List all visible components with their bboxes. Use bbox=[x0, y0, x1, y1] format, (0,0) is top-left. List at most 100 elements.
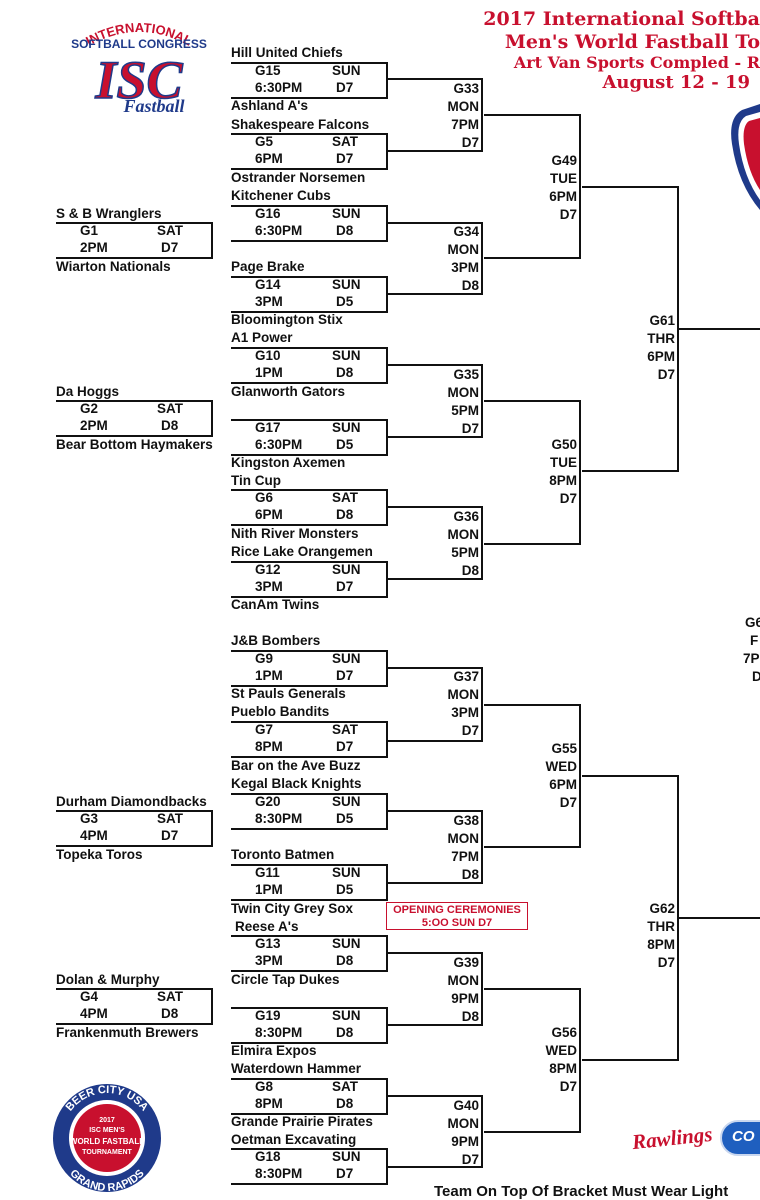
game-right-line bbox=[386, 62, 388, 99]
round-game-time: 9PM bbox=[451, 991, 479, 1006]
team-name: Circle Tap Dukes bbox=[231, 972, 340, 987]
round-game-time: 3PM bbox=[451, 705, 479, 720]
round-game-time: 6PM bbox=[549, 189, 577, 204]
round-game-field: D7 bbox=[559, 1079, 577, 1094]
round-game-id: G6 bbox=[745, 615, 760, 630]
game-id: G18 bbox=[255, 1149, 281, 1164]
round-game-day: F bbox=[750, 633, 759, 648]
team-name: St Pauls Generals bbox=[231, 686, 346, 701]
game-day: SAT bbox=[157, 401, 183, 416]
game-day: SUN bbox=[332, 562, 361, 577]
rawlings-logo-text: Rawlings bbox=[630, 1121, 714, 1155]
round-bottom-line bbox=[386, 1166, 483, 1168]
round-game-field: D7 bbox=[461, 135, 479, 150]
game-time: 6PM bbox=[255, 507, 283, 522]
game-id: G19 bbox=[255, 1008, 281, 1023]
round-game-id: G35 bbox=[453, 367, 479, 382]
game-field: D8 bbox=[336, 1025, 354, 1040]
round-top-line bbox=[386, 810, 483, 812]
game-top-line bbox=[231, 721, 388, 723]
round-top-line bbox=[386, 952, 483, 954]
team-name: Kegal Black Knights bbox=[231, 776, 362, 791]
game-field: D5 bbox=[336, 294, 354, 309]
round-right-line bbox=[579, 114, 581, 259]
game-field: D8 bbox=[336, 1096, 354, 1111]
round-game-id: G33 bbox=[453, 81, 479, 96]
round-top-line bbox=[484, 704, 581, 706]
round-game-time: 8PM bbox=[647, 937, 675, 952]
team-name: Pueblo Bandits bbox=[231, 704, 330, 719]
team-name: S & B Wranglers bbox=[56, 206, 162, 221]
game-id: G5 bbox=[255, 134, 274, 149]
round-game-field: D7 bbox=[461, 1152, 479, 1167]
team-name: Toronto Batmen bbox=[231, 847, 335, 862]
team-name: Dolan & Murphy bbox=[56, 972, 160, 987]
beer-city-line3-text: TOURNAMENT bbox=[82, 1149, 132, 1156]
team-name: Bar on the Ave Buzz bbox=[231, 758, 361, 773]
round-game-id: G62 bbox=[649, 901, 675, 916]
game-day: SUN bbox=[332, 1149, 361, 1164]
round-game-day: MON bbox=[447, 1116, 480, 1131]
game-top-line bbox=[56, 222, 213, 224]
team-name: Ashland A's bbox=[231, 98, 308, 113]
round-game-time: 6PM bbox=[647, 349, 675, 364]
round-game-id: G36 bbox=[453, 509, 479, 524]
round-game-field: D7 bbox=[461, 421, 479, 436]
game-day: SUN bbox=[332, 794, 361, 809]
round-game-day: MON bbox=[447, 527, 480, 542]
game-bottom-line bbox=[56, 257, 213, 259]
team-name: Frankenmuth Brewers bbox=[56, 1025, 199, 1040]
game-field: D8 bbox=[336, 365, 354, 380]
round-game-time: 8PM bbox=[549, 473, 577, 488]
round-bottom-line bbox=[582, 470, 679, 472]
header-line-4: August 12 - 19 bbox=[602, 72, 750, 93]
game-top-line bbox=[231, 276, 388, 278]
game-day: SAT bbox=[157, 811, 183, 826]
round-game-field: D7 bbox=[559, 491, 577, 506]
game-id: G12 bbox=[255, 562, 281, 577]
game-top-line bbox=[231, 205, 388, 207]
round-game-day: MON bbox=[447, 242, 480, 257]
game-field: D8 bbox=[161, 418, 179, 433]
game-top-line bbox=[231, 650, 388, 652]
round-bottom-line bbox=[484, 846, 581, 848]
round-right-line bbox=[481, 506, 483, 580]
round-game-id: G34 bbox=[453, 224, 479, 239]
round-game-id: G40 bbox=[453, 1098, 479, 1113]
round-game-time: 5PM bbox=[451, 403, 479, 418]
game-id: G13 bbox=[255, 936, 281, 951]
game-right-line bbox=[211, 988, 213, 1025]
round-bottom-line bbox=[582, 1059, 679, 1061]
game-bottom-line bbox=[231, 454, 388, 456]
round-game-day: THR bbox=[647, 919, 675, 934]
round-right-line bbox=[579, 704, 581, 848]
game-right-line bbox=[386, 721, 388, 758]
round-game-day: MON bbox=[447, 973, 480, 988]
round-top-line bbox=[386, 222, 483, 224]
round-game-time: 9PM bbox=[451, 1134, 479, 1149]
game-time: 6:30PM bbox=[255, 437, 303, 452]
round-game-field: D8 bbox=[461, 278, 479, 293]
game-time: 8:30PM bbox=[255, 811, 303, 826]
beer-city-line1-text: ISC MEN'S bbox=[89, 1127, 125, 1134]
game-bottom-line bbox=[231, 240, 388, 242]
round-top-line bbox=[582, 775, 679, 777]
team-name: Waterdown Hammer bbox=[231, 1061, 362, 1076]
game-time: 8PM bbox=[255, 739, 283, 754]
round-game-id: G37 bbox=[453, 669, 479, 684]
game-field: D8 bbox=[161, 1006, 179, 1021]
game-top-line bbox=[231, 935, 388, 937]
game-day: SUN bbox=[332, 936, 361, 951]
game-right-line bbox=[211, 810, 213, 847]
round-bottom-line bbox=[386, 578, 483, 580]
game-bottom-line bbox=[231, 685, 388, 687]
game-bottom-line bbox=[231, 756, 388, 758]
round-game-time: 3PM bbox=[451, 260, 479, 275]
round-bottom-line bbox=[386, 740, 483, 742]
game-time: 1PM bbox=[255, 882, 283, 897]
round-game-field: D8 bbox=[461, 563, 479, 578]
team-name: Topeka Toros bbox=[56, 847, 143, 862]
round-game-field: D8 bbox=[461, 1009, 479, 1024]
game-bottom-line bbox=[231, 168, 388, 170]
